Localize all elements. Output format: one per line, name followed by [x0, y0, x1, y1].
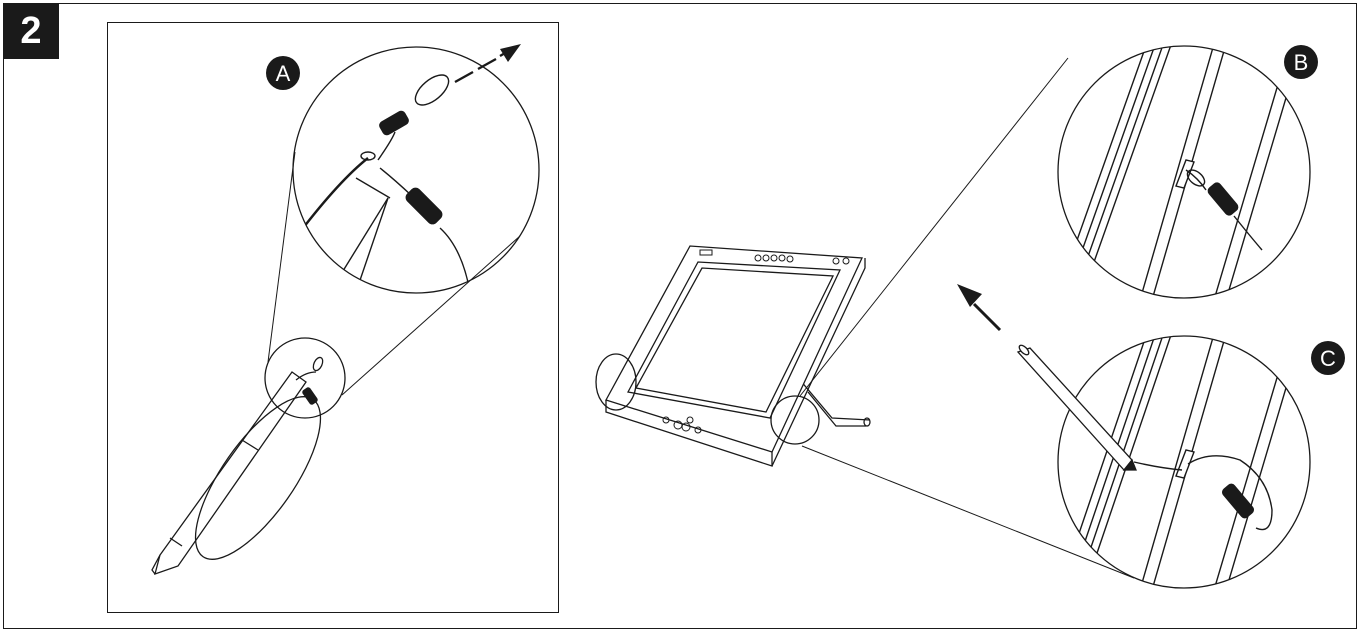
pull-arrow-c	[957, 284, 982, 307]
magnified-detail-b	[1057, 45, 1311, 299]
pen-tether-panel	[107, 22, 559, 613]
pull-arrow-a	[500, 44, 521, 62]
zoom-source-circle-a	[264, 337, 346, 419]
callout-a: A	[266, 56, 300, 90]
zoom-source-right	[770, 395, 820, 445]
step-number-badge: 2	[3, 3, 59, 59]
callout-b-label: B	[1294, 50, 1309, 75]
tablet-display	[595, 245, 871, 467]
magnified-detail-a	[292, 44, 540, 294]
zoom-lines-bc	[799, 57, 1135, 579]
callout-b: B	[1284, 45, 1318, 79]
callout-c-label: C	[1320, 346, 1336, 371]
zoom-source-left	[595, 353, 637, 411]
callout-a-label: A	[276, 61, 291, 86]
pen-with-tether	[151, 337, 346, 576]
magnified-detail-c	[957, 284, 1311, 589]
callout-c: C	[1311, 341, 1345, 375]
pen-removed	[1016, 344, 1137, 472]
zoom-lines-a	[267, 151, 521, 396]
figure-frame	[3, 3, 1357, 629]
